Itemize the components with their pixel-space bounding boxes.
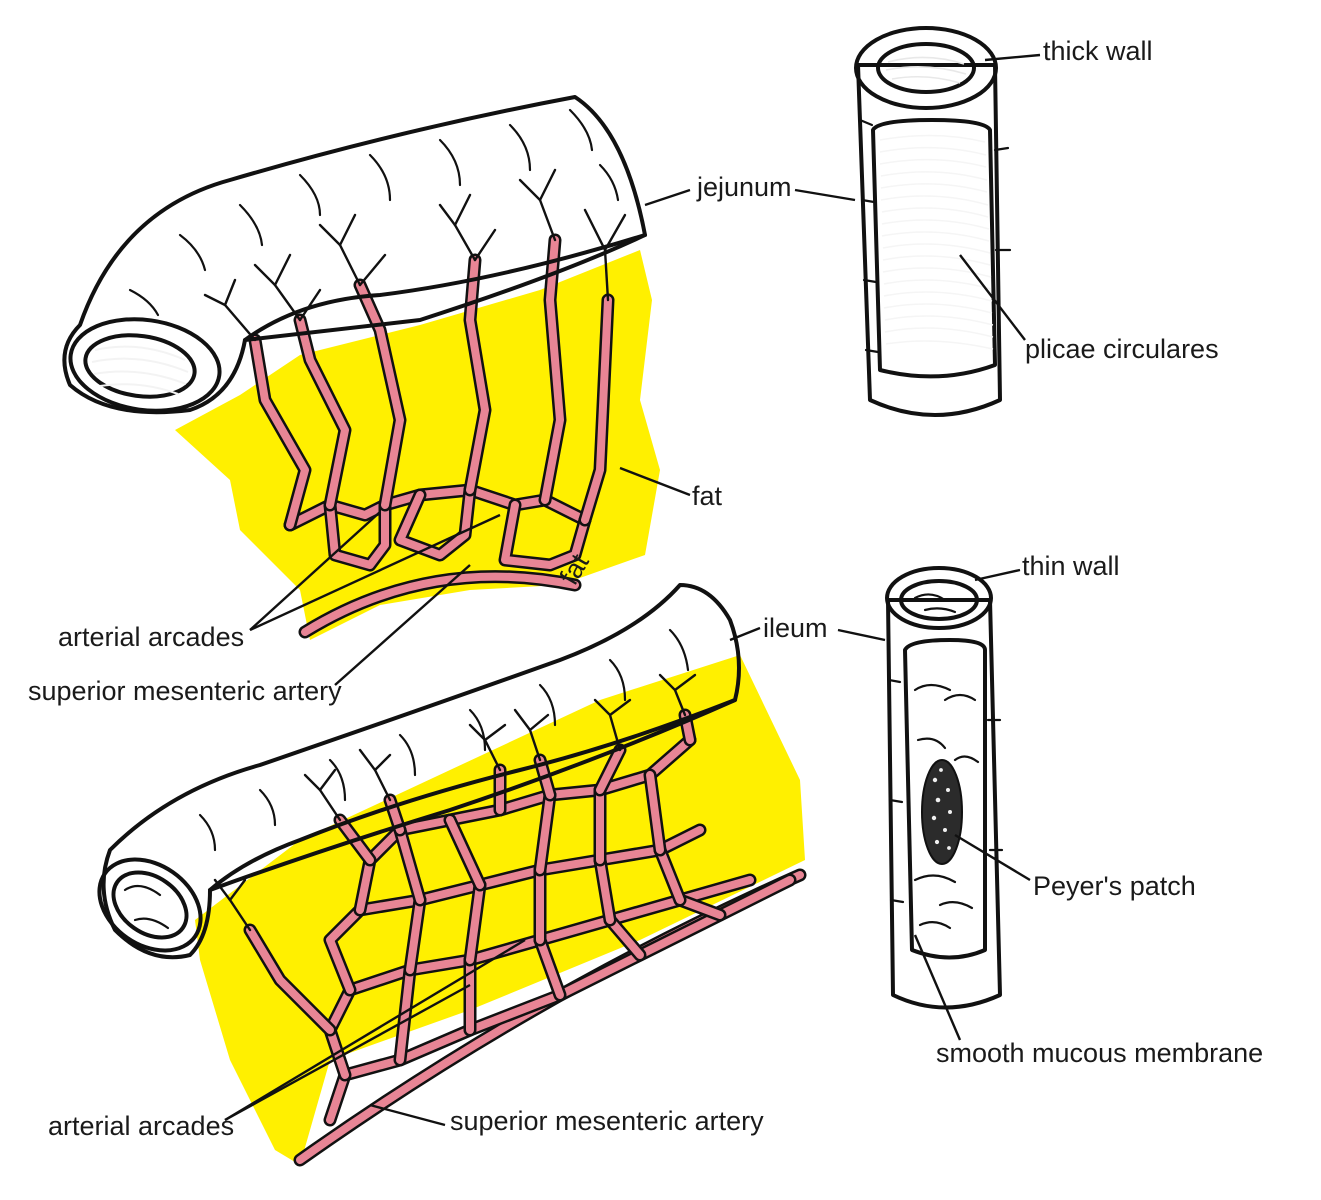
arterial-arcades-bottom-label: arterial arcades bbox=[48, 1111, 234, 1141]
labels: thick wall jejunum plicae circulares fat… bbox=[28, 36, 1263, 1141]
jejunum-label: jejunum bbox=[696, 172, 792, 202]
ileum-label: ileum bbox=[763, 613, 828, 643]
jejunum-arteries: fat bbox=[248, 233, 615, 639]
thick-wall-label: thick wall bbox=[1043, 36, 1153, 66]
ileum-cutaway bbox=[885, 566, 1004, 1010]
superior-mesenteric-artery-top-label: superior mesenteric artery bbox=[28, 676, 342, 706]
ileum-illustration bbox=[97, 583, 807, 1167]
ileum-lumen bbox=[97, 857, 203, 953]
jejunum-mesentery-fat bbox=[175, 250, 660, 640]
jejunum-illustration: fat bbox=[62, 95, 660, 640]
plicae-circulares-label: plicae circulares bbox=[1025, 334, 1219, 364]
thin-wall-label: thin wall bbox=[1022, 551, 1120, 581]
leader-lines bbox=[224, 53, 1041, 1127]
superior-mesenteric-artery-bottom-label: superior mesenteric artery bbox=[450, 1106, 764, 1136]
fat-label: fat bbox=[692, 481, 723, 511]
smooth-mucous-membrane-label: smooth mucous membrane bbox=[936, 1038, 1263, 1068]
arterial-arcades-top-label: arterial arcades bbox=[58, 622, 244, 652]
plicae-circulares-folds bbox=[879, 134, 994, 350]
ileum-tube bbox=[101, 583, 741, 960]
jejunum-lumen bbox=[68, 317, 222, 413]
peyers-patch-mark bbox=[921, 759, 963, 865]
peyers-patch-label: Peyer's patch bbox=[1033, 871, 1196, 901]
jejunum-cutaway bbox=[854, 26, 1012, 417]
